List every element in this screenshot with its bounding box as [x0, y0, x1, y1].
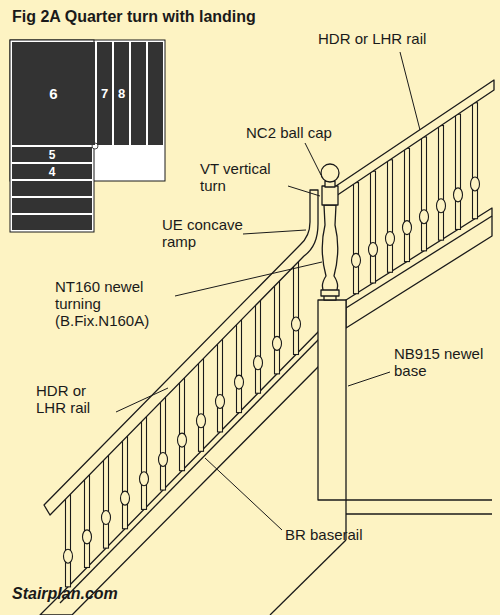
plan-step: 5 [12, 147, 92, 162]
step-number: 5 [49, 149, 56, 161]
baluster-turning [403, 221, 412, 235]
part-label: VT vertical turn [200, 160, 292, 194]
baluster-turning [121, 491, 130, 505]
watermark: Stairplan.com [12, 585, 118, 602]
baluster-turning [273, 336, 282, 350]
baluster [85, 465, 90, 567]
baluster-turning [420, 210, 429, 224]
part-label: UE concave ramp [162, 216, 246, 250]
plan-step: 8 [114, 42, 129, 145]
baluster [218, 330, 223, 432]
baluster-turning [140, 472, 149, 486]
baluster [104, 446, 109, 548]
baluster [199, 349, 204, 451]
step-number: 7 [101, 87, 108, 100]
baluster-turning [292, 317, 301, 331]
baluster [473, 103, 478, 219]
baluster [422, 137, 427, 251]
part-label: NB915 newel base [394, 345, 486, 379]
baluster-turning [235, 375, 244, 389]
step-number: 8 [118, 87, 125, 100]
baluster [256, 292, 261, 394]
baluster [237, 311, 242, 413]
baluster-turning [254, 356, 263, 370]
baluster [123, 427, 128, 529]
plan-step: 7 [97, 42, 112, 145]
baluster [371, 171, 376, 283]
baluster [456, 114, 461, 229]
step-number: 6 [49, 86, 57, 101]
baluster [388, 160, 393, 273]
baluster [66, 485, 71, 587]
baluster-turning [83, 530, 92, 544]
rail-label: HDR or LHR rail [36, 382, 114, 416]
baluster-turning [386, 232, 395, 246]
rail-label: HDR or LHR rail [318, 30, 426, 47]
plan-step: 4 [12, 164, 92, 179]
baluster [161, 388, 166, 490]
plan-step: 6 [12, 42, 95, 145]
baluster-turning [159, 452, 168, 466]
baluster-turning [102, 510, 111, 524]
part-label: NC2 ball cap [246, 124, 332, 141]
baluster [354, 183, 359, 294]
baluster [439, 126, 444, 241]
plan-inset [10, 40, 165, 232]
baluster [275, 272, 280, 374]
baluster-turning [369, 242, 378, 256]
step-number: 4 [49, 166, 56, 178]
baluster-turning [216, 394, 225, 408]
figure-title: Fig 2A Quarter turn with landing [12, 8, 256, 25]
part-label: BR baserail [285, 526, 363, 543]
baluster-turning [352, 253, 361, 267]
baluster-turning [178, 433, 187, 447]
baluster-turning [437, 199, 446, 213]
leader-lines [116, 52, 420, 530]
part-label: NT160 newel turning (B.Fix.N160A) [55, 278, 173, 329]
baluster-turning [471, 177, 480, 191]
baluster [180, 369, 185, 471]
baluster [405, 148, 410, 261]
baluster-turning [454, 188, 463, 202]
baluster [142, 407, 147, 509]
baluster-turning [197, 414, 206, 428]
baluster-turning [64, 549, 73, 563]
